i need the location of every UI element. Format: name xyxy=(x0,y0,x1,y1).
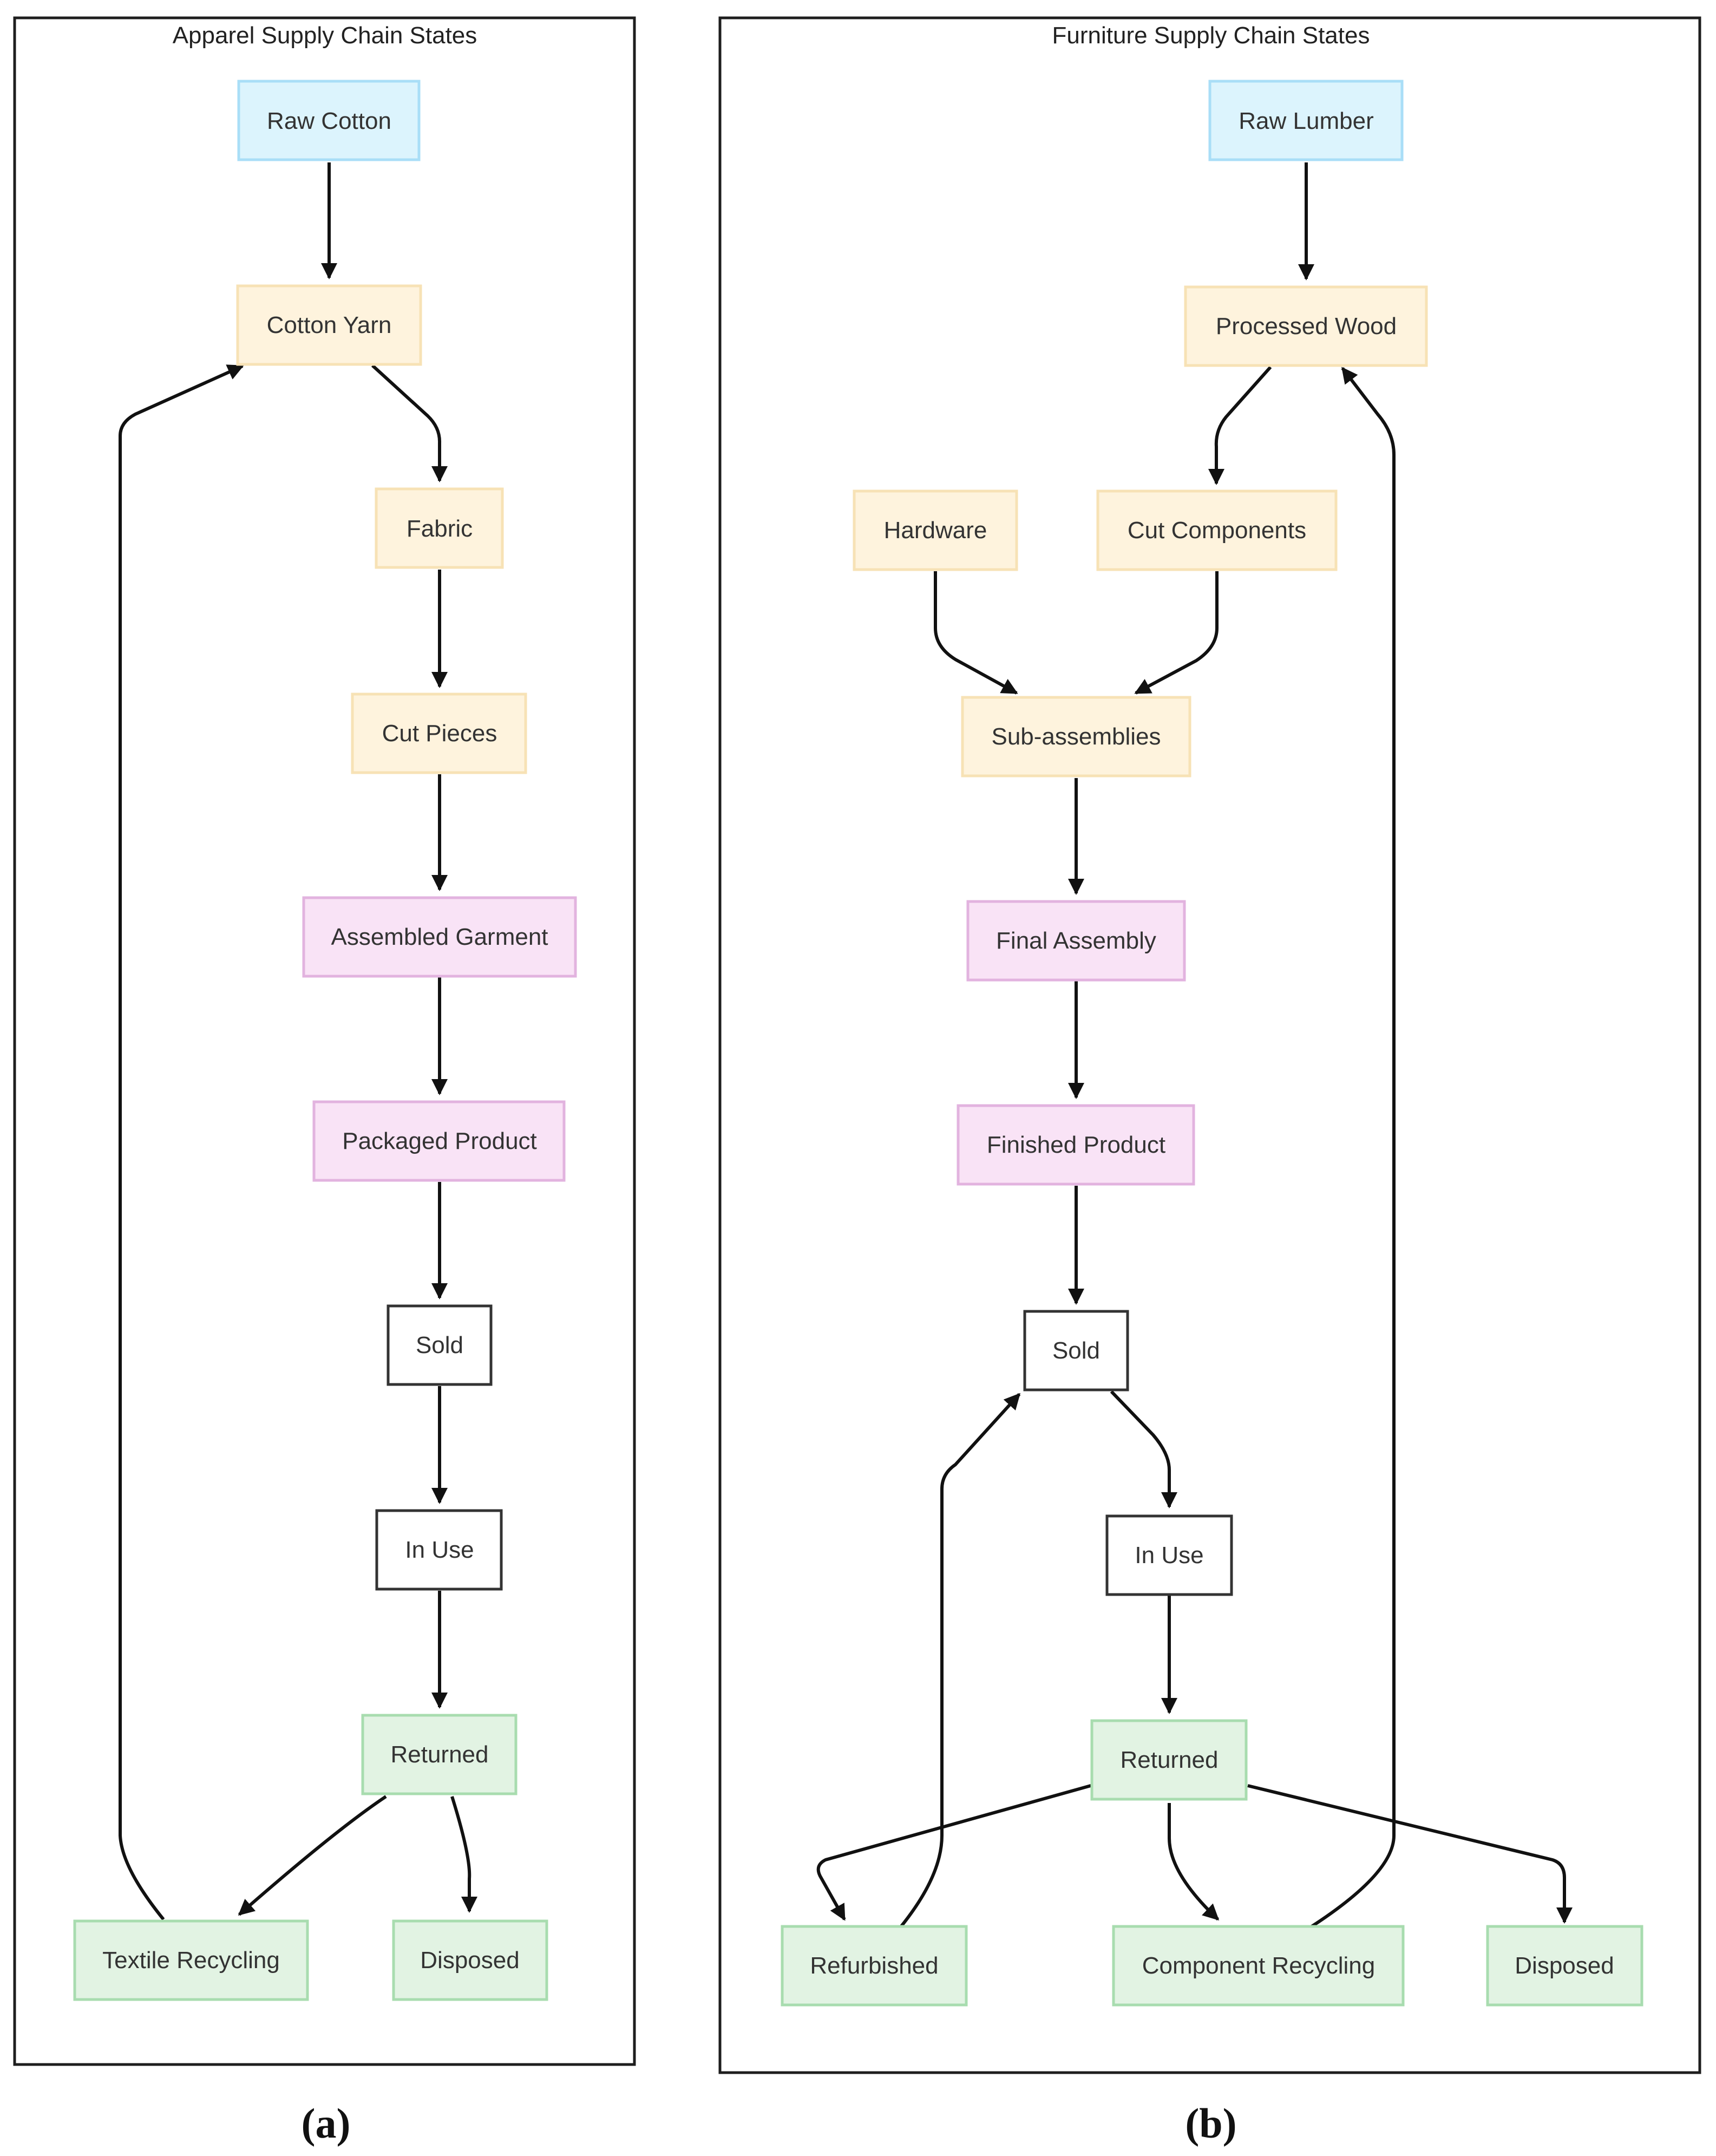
node-label: In Use xyxy=(405,1537,474,1563)
node-box xyxy=(1486,1925,1643,2007)
node-box xyxy=(1112,1925,1405,2007)
panel-b-title: Furniture Supply Chain States xyxy=(1052,22,1370,49)
node-label: Processed Wood xyxy=(1216,313,1397,339)
edge-hardware-to-sub-assemblies xyxy=(934,571,1018,695)
node-box xyxy=(73,1919,309,2001)
node-returned: Returned xyxy=(1090,1719,1248,1801)
node-cut-pieces: Cut Pieces xyxy=(351,692,527,774)
edge-component-recycling-to-processed-wood xyxy=(1309,367,1396,1929)
node-finished-product: Finished Product xyxy=(957,1104,1195,1186)
panel-a-edges xyxy=(119,162,477,1920)
node-in-use: In Use xyxy=(375,1509,503,1591)
node-label: Returned xyxy=(1120,1747,1218,1773)
node-returned: Returned xyxy=(361,1714,518,1795)
node-refurbished: Refurbished xyxy=(781,1925,968,2007)
node-box xyxy=(302,896,577,978)
node-box xyxy=(375,487,504,569)
node-box xyxy=(312,1100,566,1182)
node-box xyxy=(853,489,1018,571)
node-sold: Sold xyxy=(1023,1310,1129,1391)
node-label: Sold xyxy=(1052,1337,1100,1364)
node-fabric: Fabric xyxy=(375,487,504,569)
node-label: In Use xyxy=(1135,1542,1203,1569)
node-label: Component Recycling xyxy=(1142,1952,1375,1979)
node-label: Disposed xyxy=(420,1947,519,1974)
node-box xyxy=(1096,489,1338,571)
node-box xyxy=(1184,285,1428,367)
edge-returned-to-refurbished xyxy=(816,1784,1091,1921)
node-label: Hardware xyxy=(884,517,987,544)
edge-returned-to-disposed xyxy=(450,1796,477,1913)
node-box xyxy=(961,696,1191,778)
node-label: Refurbished xyxy=(810,1952,938,1979)
node-sub-assemblies: Sub-assemblies xyxy=(961,696,1191,778)
node-label: Assembled Garment xyxy=(331,924,548,950)
edge-cotton-yarn-to-fabric xyxy=(371,364,448,482)
node-label: Returned xyxy=(390,1741,488,1768)
edge-returned-to-component-recycling xyxy=(1168,1803,1220,1921)
node-raw-cotton: Raw Cotton xyxy=(237,80,421,161)
node-label: Cotton Yarn xyxy=(267,312,392,338)
node-label: Packaged Product xyxy=(342,1128,537,1154)
node-final-assembly: Final Assembly xyxy=(966,900,1186,982)
node-component-recycling: Component Recycling xyxy=(1112,1925,1405,2007)
node-raw-lumber: Raw Lumber xyxy=(1208,80,1404,161)
node-box xyxy=(351,692,527,774)
node-box xyxy=(375,1509,503,1591)
node-in-use: In Use xyxy=(1105,1514,1233,1596)
node-box xyxy=(1105,1514,1233,1596)
node-assembled-garment: Assembled Garment xyxy=(302,896,577,978)
node-box xyxy=(236,284,422,366)
node-label: Textile Recycling xyxy=(102,1947,280,1974)
node-box xyxy=(361,1714,518,1795)
node-label: Finished Product xyxy=(987,1132,1165,1158)
node-cut-components: Cut Components xyxy=(1096,489,1338,571)
node-box xyxy=(1090,1719,1248,1801)
node-label: Cut Components xyxy=(1128,517,1306,544)
node-label: Raw Cotton xyxy=(267,108,391,134)
edge-refurbished-to-sold xyxy=(899,1393,1021,1929)
edge-cut-components-to-sub-assemblies xyxy=(1134,571,1219,695)
node-disposed: Disposed xyxy=(1486,1925,1643,2007)
node-label: Final Assembly xyxy=(996,927,1156,954)
panel-a-title: Apparel Supply Chain States xyxy=(173,22,477,49)
panel-b-edges xyxy=(816,162,1573,1929)
edge-processed-wood-to-cut-components xyxy=(1208,366,1272,485)
node-label: Disposed xyxy=(1515,1952,1614,1979)
node-label: Raw Lumber xyxy=(1239,108,1373,134)
panel-a-caption: (a) xyxy=(302,2100,351,2147)
node-label: Fabric xyxy=(407,515,473,542)
node-label: Sub-assemblies xyxy=(991,723,1161,750)
node-box xyxy=(1023,1310,1129,1391)
node-packaged-product: Packaged Product xyxy=(312,1100,566,1182)
edge-returned-to-disposed xyxy=(1247,1784,1573,1924)
node-box xyxy=(781,1925,968,2007)
node-sold: Sold xyxy=(387,1304,493,1386)
edge-sold-to-in-use xyxy=(1110,1390,1177,1508)
node-label: Sold xyxy=(416,1332,463,1358)
node-box xyxy=(237,80,421,161)
node-processed-wood: Processed Wood xyxy=(1184,285,1428,367)
panel-b-caption: (b) xyxy=(1185,2100,1236,2147)
node-cotton-yarn: Cotton Yarn xyxy=(236,284,422,366)
node-textile-recycling: Textile Recycling xyxy=(73,1919,309,2001)
edge-returned-to-textile-recycling xyxy=(238,1795,387,1916)
node-box xyxy=(1208,80,1404,161)
node-disposed: Disposed xyxy=(392,1919,548,2001)
node-box xyxy=(392,1919,548,2001)
edge-textile-recycling-to-cotton-yarn xyxy=(119,364,244,1920)
node-box xyxy=(957,1104,1195,1186)
node-label: Cut Pieces xyxy=(382,720,497,747)
node-box xyxy=(966,900,1186,982)
node-box xyxy=(387,1304,493,1386)
node-hardware: Hardware xyxy=(853,489,1018,571)
